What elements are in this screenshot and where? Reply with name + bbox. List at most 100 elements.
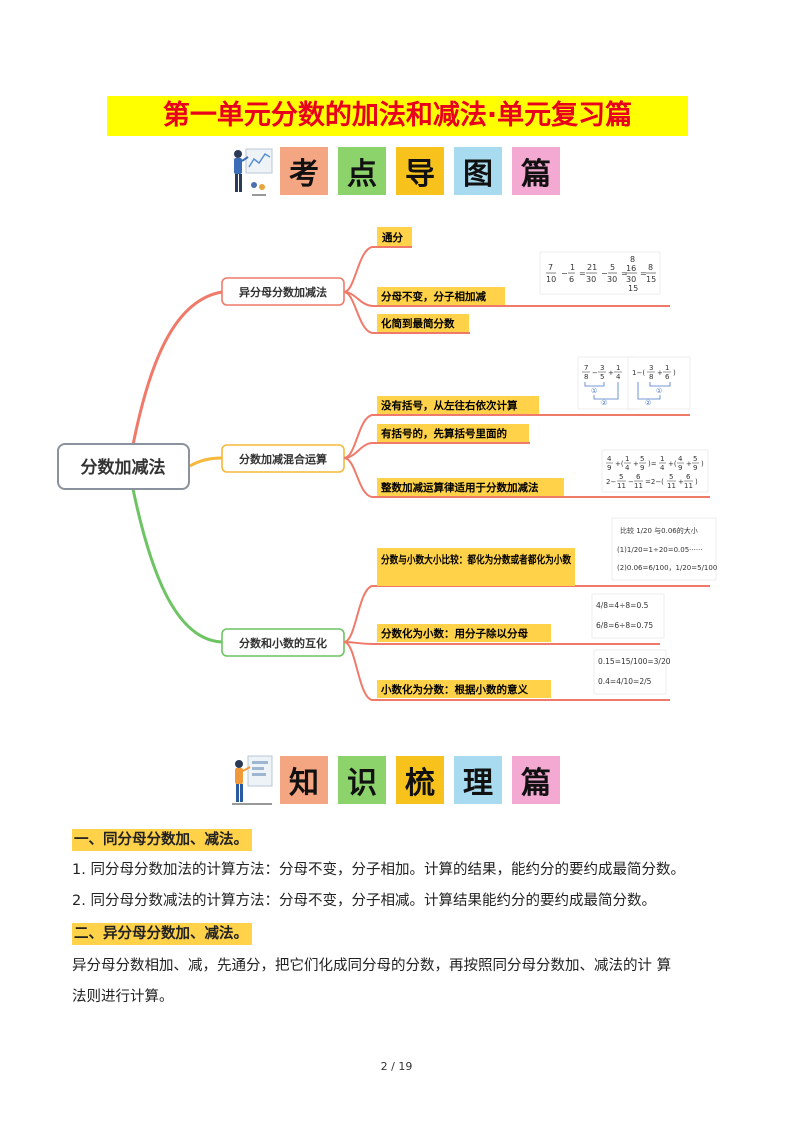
tile-char: 点	[338, 147, 386, 195]
leaf-highlight	[377, 680, 551, 698]
svg-text:11: 11	[667, 482, 676, 490]
svg-text:−: −	[561, 269, 568, 278]
leaf-label: 有括号的，先算括号里面的	[381, 427, 507, 440]
leaf-label: 通分	[382, 231, 403, 244]
svg-text:3: 3	[600, 364, 604, 372]
tile-char: 篇	[512, 756, 560, 804]
svg-text:10: 10	[546, 275, 556, 284]
svg-text:6/8=6÷8=0.75: 6/8=6÷8=0.75	[596, 621, 653, 630]
frac-to-dec-image: 4/8=4÷8=0.5 6/8=6÷8=0.75	[591, 593, 665, 639]
root-label: 分数加减法	[81, 457, 166, 478]
order-example-image: 78 − 35 + 14 ① ②	[577, 356, 635, 410]
paragraph: 2. 同分母分数减法的计算方法：分母不变，分子相减。计算结果能约分的要约成最简分…	[72, 893, 656, 909]
paragraph: 1. 同分母分数加法的计算方法：分母不变，分子相加。计算的结果，能约分的要约成最…	[72, 862, 685, 878]
svg-text:): )	[695, 478, 698, 486]
leaf-label: 分数与小数大小比较：都化为分数或者都化为小数	[381, 553, 571, 566]
svg-text:21: 21	[587, 263, 597, 272]
svg-text:): )	[701, 460, 704, 468]
svg-text:1: 1	[625, 455, 629, 463]
svg-text:3: 3	[649, 364, 653, 372]
svg-text:1: 1	[616, 364, 620, 372]
paragraph: 法则进行计算。	[72, 989, 174, 1005]
svg-text:2−: 2−	[606, 478, 616, 486]
svg-text:5: 5	[619, 473, 623, 481]
compare-example-image: 比较 1/20 与0.06的大小 (1)1/20=1÷20=0.05······…	[611, 517, 717, 581]
svg-text:1: 1	[665, 364, 669, 372]
svg-text:5: 5	[610, 263, 615, 272]
branch-label: 分数加减混合运算	[239, 452, 327, 466]
svg-text:4: 4	[625, 464, 630, 472]
svg-text:+: +	[686, 460, 692, 468]
section-banner-mindmap: 考 点 导 图 篇	[228, 145, 570, 197]
tile-char: 知	[280, 756, 328, 804]
paragraph: 异分母分数相加、减，先通分，把它们化成同分母的分数，再按照同分母分数加、减法的计…	[72, 958, 672, 974]
branch-label: 异分母分数加减法	[239, 285, 327, 299]
svg-text:−: −	[601, 269, 608, 278]
leaf-label: 分母不变，分子相加减	[381, 290, 486, 303]
svg-text:8: 8	[630, 255, 635, 264]
svg-text:=: =	[579, 269, 586, 278]
svg-text:16: 16	[626, 264, 636, 273]
svg-text:9: 9	[678, 464, 682, 472]
svg-text:9: 9	[607, 464, 611, 472]
dec-to-frac-image: 0.15=15/100=3/20 0.4=4/10=2/5	[593, 649, 671, 695]
tile-char: 考	[280, 147, 328, 195]
svg-text:5: 5	[600, 373, 604, 381]
svg-text:7: 7	[548, 263, 553, 272]
svg-text:1−(: 1−(	[632, 369, 645, 377]
svg-text:4: 4	[678, 455, 683, 463]
svg-text:8: 8	[649, 373, 653, 381]
svg-text:4/8=4÷8=0.5: 4/8=4÷8=0.5	[596, 601, 649, 610]
svg-text:6: 6	[636, 473, 641, 481]
leaf-highlight	[377, 478, 564, 496]
page-number: 2 / 19	[380, 1060, 413, 1073]
section-heading: 二、异分母分数加、减法。	[72, 923, 252, 945]
root-node	[57, 443, 190, 490]
teacher-figure-icon	[228, 145, 276, 197]
tile-char: 篇	[512, 147, 560, 195]
leaf-highlight	[377, 396, 539, 414]
svg-text:=: =	[621, 269, 628, 278]
svg-text:15: 15	[628, 284, 638, 293]
leaf-highlight	[377, 287, 505, 305]
svg-text:−: −	[628, 478, 634, 486]
svg-text:5: 5	[640, 455, 644, 463]
svg-text:−: −	[592, 369, 598, 377]
page-title: 第一单元分数的加法和减法·单元复习篇	[107, 96, 688, 136]
branch-label: 分数和小数的互化	[239, 636, 327, 650]
svg-text:(1)1/20=1÷20=0.05······: (1)1/20=1÷20=0.05······	[617, 546, 703, 554]
svg-text:11: 11	[684, 482, 693, 490]
svg-text:9: 9	[693, 464, 697, 472]
leaf-highlight	[377, 548, 575, 586]
tile-char: 梳	[396, 756, 444, 804]
svg-text:5: 5	[669, 473, 673, 481]
section-heading: 一、同分母分数加、减法。	[72, 829, 252, 851]
svg-text:4: 4	[660, 464, 665, 472]
tile-char: 图	[454, 147, 502, 195]
svg-text:4: 4	[607, 455, 612, 463]
svg-text:9: 9	[640, 464, 644, 472]
svg-text:30: 30	[586, 275, 596, 284]
presenter-figure-icon	[228, 754, 276, 806]
leaf-highlight	[377, 227, 412, 246]
svg-text:4: 4	[616, 373, 621, 381]
svg-text:②: ②	[645, 399, 651, 407]
svg-text:15: 15	[646, 275, 656, 284]
svg-text:比较 1/20 与0.06的大小: 比较 1/20 与0.06的大小	[620, 526, 698, 535]
svg-text:①: ①	[656, 387, 662, 395]
svg-text:=2−(: =2−(	[645, 478, 664, 486]
svg-text:11: 11	[634, 482, 643, 490]
svg-text:+: +	[608, 369, 614, 377]
tile-char: 导	[396, 147, 444, 195]
svg-text:30: 30	[626, 275, 636, 284]
tile-char: 理	[454, 756, 502, 804]
bracket-example-image: 1−( 38 + 16 ) ① ②	[627, 356, 691, 410]
svg-text:0.15=15/100=3/20: 0.15=15/100=3/20	[598, 657, 671, 666]
svg-text:②: ②	[601, 399, 607, 407]
svg-text:+: +	[633, 460, 639, 468]
svg-text:1: 1	[570, 263, 575, 272]
svg-text:=: =	[640, 269, 647, 278]
svg-text:): )	[673, 369, 676, 377]
svg-text:8: 8	[648, 263, 653, 272]
